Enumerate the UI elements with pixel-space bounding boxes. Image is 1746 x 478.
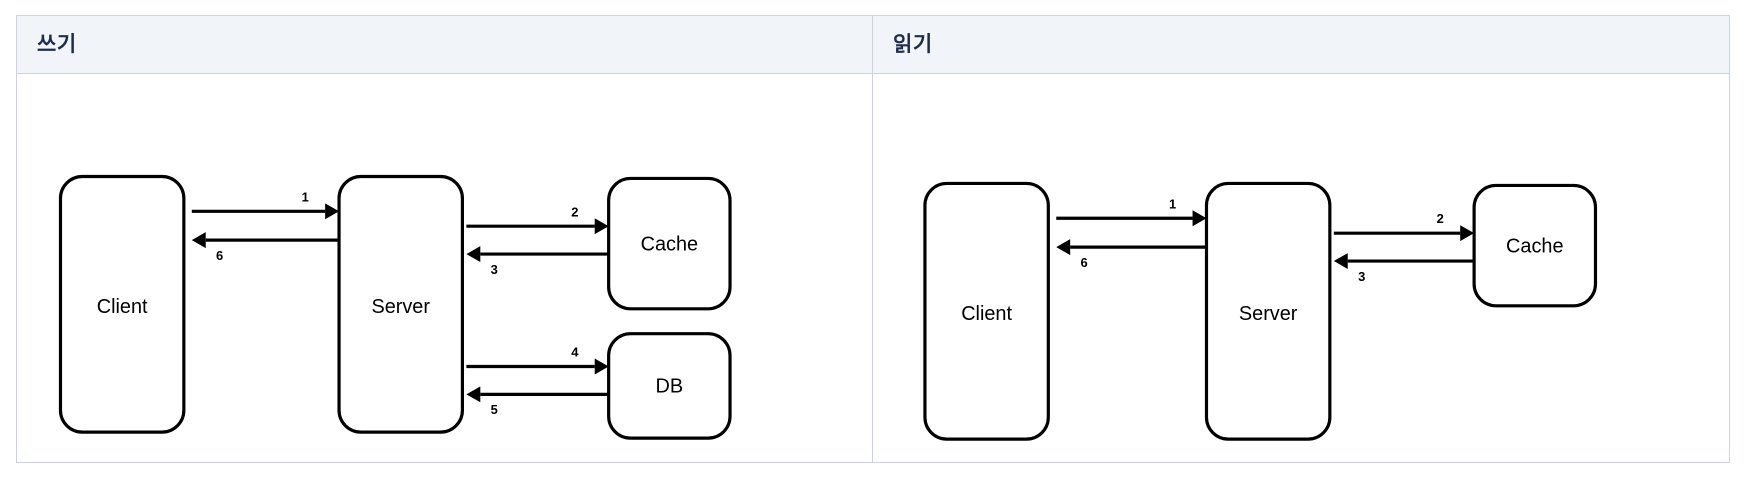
flow-3-cache-to-server: 3 bbox=[466, 246, 609, 277]
node-cache: Cache bbox=[607, 176, 732, 311]
flow-2-label: 2 bbox=[1437, 211, 1444, 226]
table-header-row: 쓰기 읽기 bbox=[17, 16, 1729, 74]
flow-3-arrowhead-icon bbox=[1333, 253, 1348, 269]
node-db: DB bbox=[607, 332, 732, 440]
table-body-row: Client Server Cache DB bbox=[17, 74, 1729, 462]
flow-4-arrowhead-icon bbox=[594, 358, 609, 375]
flow-3-label: 3 bbox=[491, 262, 498, 277]
node-client: Client bbox=[923, 181, 1050, 441]
table-cell-write-diagram: Client Server Cache DB bbox=[17, 74, 873, 462]
flow-4-label: 4 bbox=[571, 345, 579, 360]
flow-1-label: 1 bbox=[1169, 196, 1176, 211]
flow-2-server-to-cache: 2 bbox=[1333, 211, 1475, 242]
flow-1-label: 1 bbox=[302, 189, 309, 204]
node-client-shape bbox=[58, 174, 186, 434]
node-db-label: DB bbox=[656, 376, 684, 398]
flow-3-cache-to-server: 3 bbox=[1333, 253, 1475, 284]
flow-3-label: 3 bbox=[1358, 269, 1365, 284]
column-title-write: 쓰기 bbox=[37, 33, 77, 56]
node-server-label: Server bbox=[1239, 303, 1298, 325]
table-cell-read-diagram: Client Server Cache bbox=[873, 74, 1729, 462]
flow-1-client-to-server: 1 bbox=[191, 189, 340, 220]
node-server-shape bbox=[1204, 181, 1332, 441]
flow-6-arrowhead-icon bbox=[191, 232, 206, 249]
node-server: Server bbox=[337, 174, 464, 434]
flow-1-arrowhead-icon bbox=[325, 203, 340, 220]
table-header-cell-write: 쓰기 bbox=[17, 16, 873, 73]
write-diagram-svg: Client Server Cache DB bbox=[58, 174, 732, 440]
flow-2-arrowhead-icon bbox=[594, 218, 609, 235]
node-cache-label: Cache bbox=[641, 233, 698, 255]
read-flow-diagram: Client Server Cache bbox=[873, 74, 1729, 462]
flow-6-label: 6 bbox=[216, 248, 223, 263]
flow-2-arrowhead-icon bbox=[1460, 225, 1475, 242]
node-server-label: Server bbox=[371, 296, 430, 318]
flow-6-label: 6 bbox=[1081, 255, 1088, 270]
node-db-shape bbox=[607, 332, 732, 440]
flow-3-arrowhead-icon bbox=[466, 246, 481, 263]
comparison-table: 쓰기 읽기 Client bbox=[16, 15, 1730, 463]
column-title-read: 읽기 bbox=[893, 33, 933, 56]
flow-4-server-to-db: 4 bbox=[466, 345, 609, 375]
node-client-shape bbox=[923, 181, 1050, 441]
node-client: Client bbox=[58, 174, 186, 434]
node-cache: Cache bbox=[1472, 183, 1598, 308]
node-client-label: Client bbox=[97, 296, 148, 318]
write-flow-diagram: Client Server Cache DB bbox=[17, 74, 872, 462]
node-client-label: Client bbox=[961, 303, 1012, 325]
table-header-cell-read: 읽기 bbox=[873, 16, 1729, 73]
flow-1-client-to-server: 1 bbox=[1056, 196, 1207, 227]
flow-2-server-to-cache: 2 bbox=[466, 204, 609, 235]
flow-6-arrowhead-icon bbox=[1056, 239, 1071, 256]
node-cache-label: Cache bbox=[1506, 235, 1563, 257]
node-cache-shape bbox=[607, 176, 732, 311]
flow-6-server-to-client: 6 bbox=[1056, 239, 1207, 270]
node-server: Server bbox=[1204, 181, 1332, 441]
flow-6-server-to-client: 6 bbox=[191, 232, 340, 263]
flow-5-db-to-server: 5 bbox=[466, 386, 609, 417]
flow-5-label: 5 bbox=[491, 402, 498, 417]
node-cache-shape bbox=[1472, 183, 1598, 308]
node-server-shape bbox=[337, 174, 464, 434]
flow-2-label: 2 bbox=[571, 204, 578, 219]
flow-5-arrowhead-icon bbox=[466, 386, 481, 403]
flow-1-arrowhead-icon bbox=[1192, 210, 1207, 227]
read-diagram-svg: Client Server Cache bbox=[923, 181, 1598, 441]
